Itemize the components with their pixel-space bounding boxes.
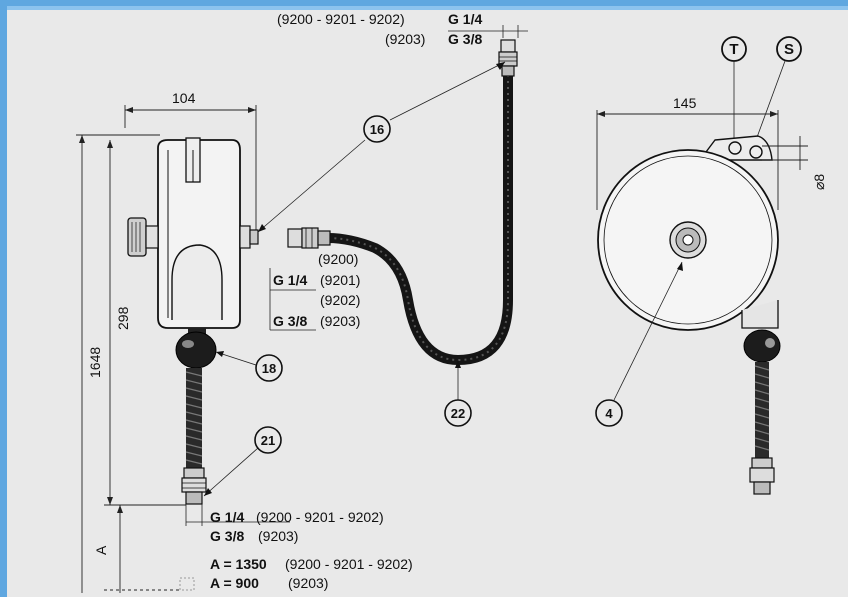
- dim-hole-diameter: ⌀8: [811, 174, 827, 190]
- dim-104: 104: [172, 90, 196, 106]
- svg-text:(9203): (9203): [320, 313, 360, 329]
- svg-text:G 1/4: G 1/4: [273, 272, 307, 288]
- balancer-front-view: [597, 135, 779, 331]
- hose-22: [323, 70, 513, 366]
- bottom-thread-a: G 1/4: [210, 509, 244, 525]
- svg-text:G 3/8: G 3/8: [273, 313, 307, 329]
- a-value-900: A = 900: [210, 575, 259, 591]
- dim-298: 298: [115, 306, 131, 330]
- spiral-cable-left: [185, 368, 203, 468]
- stopper-ball-right: [743, 329, 781, 495]
- marker-T: T: [721, 36, 747, 140]
- marker-S: S: [755, 36, 802, 141]
- svg-text:16: 16: [370, 122, 384, 137]
- svg-text:S: S: [784, 41, 794, 58]
- callout-16: 16: [363, 115, 391, 143]
- a-models-1350: (9200 - 9201 - 9202): [285, 556, 413, 572]
- dim-145: 145: [673, 95, 697, 111]
- top-hose-fitting: [498, 39, 518, 77]
- svg-text:(9201): (9201): [320, 272, 360, 288]
- a-value-1350: A = 1350: [210, 556, 267, 572]
- callout-4: 4: [595, 399, 623, 427]
- bottom-models-b: (9203): [258, 528, 298, 544]
- svg-text:22: 22: [451, 406, 465, 421]
- top-models-b: (9203): [385, 31, 425, 47]
- callout-22: 22: [444, 399, 472, 427]
- top-thread-a: G 1/4: [448, 11, 482, 27]
- callout-21: 21: [254, 426, 282, 454]
- dim-1648: 1648: [87, 347, 103, 378]
- top-models-a: (9200 - 9201 - 9202): [277, 11, 405, 27]
- svg-text:T: T: [729, 41, 738, 58]
- bottom-thread-b: G 3/8: [210, 528, 244, 544]
- balancer-side-view: [127, 137, 259, 329]
- top-thread-b: G 3/8: [448, 31, 482, 47]
- side-hose-fitting: [287, 227, 331, 249]
- a-models-900: (9203): [288, 575, 328, 591]
- svg-text:21: 21: [261, 433, 275, 448]
- stopper-ball-18: [175, 328, 217, 369]
- svg-text:4: 4: [605, 406, 613, 421]
- bottom-fitting-left: [181, 467, 207, 505]
- side-fitting-labels: (9200) G 1/4 (9201) (9202) G 3/8 (9203): [269, 251, 360, 331]
- svg-text:18: 18: [262, 361, 276, 376]
- svg-text:(9200): (9200): [318, 251, 358, 267]
- callout-18: 18: [255, 354, 283, 382]
- svg-text:(9202): (9202): [320, 292, 360, 308]
- dim-A: A: [93, 545, 109, 555]
- bottom-models-a: (9200 - 9201 - 9202): [256, 509, 384, 525]
